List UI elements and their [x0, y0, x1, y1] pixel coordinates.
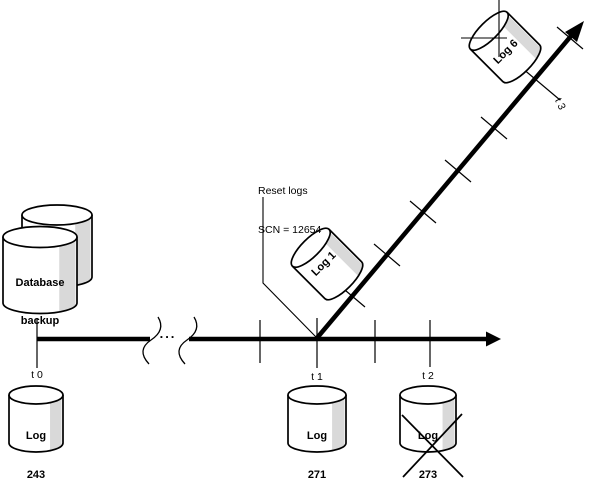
- database-backup-label: Database backup: [15, 277, 65, 327]
- log-1-cylinder-icon: [290, 227, 364, 301]
- t0-label: t 0: [31, 369, 43, 381]
- scn-line: SCN = 12654: [258, 224, 322, 236]
- timeline-break-marks: [142, 316, 198, 365]
- log-271-label: Log 271: [306, 430, 328, 480]
- log-6-cylinder-icon: [468, 10, 542, 84]
- database-backup-front-cylinder-icon: [2, 225, 78, 315]
- reset-logs-line: Reset logs: [258, 185, 308, 197]
- main-timeline-arrow: [37, 331, 501, 347]
- diagonal-arrowhead-icon: [565, 21, 584, 42]
- right-arrowhead-icon: [486, 331, 501, 347]
- t1-label: t 1: [311, 371, 323, 383]
- log6-crosshair-mark: [461, 0, 507, 57]
- branch-timeline-arrow: [315, 21, 584, 340]
- main-timeline-ticks: [36, 318, 431, 368]
- reset-pointer-line: [262, 197, 317, 338]
- timeline-break-dots: ...: [159, 326, 177, 341]
- log-243-cylinder-icon: [8, 385, 64, 453]
- t2-label: t 2: [422, 370, 434, 382]
- log273-crossout-icon: [401, 413, 464, 478]
- log-271-cylinder-icon: [287, 385, 347, 453]
- log-273-label: Log 273: [417, 430, 439, 480]
- reset-logs-annotation: Reset logs SCN = 12654: [258, 159, 321, 263]
- log-273-cylinder-icon: [399, 385, 457, 453]
- log-243-label: Log 243: [25, 430, 47, 480]
